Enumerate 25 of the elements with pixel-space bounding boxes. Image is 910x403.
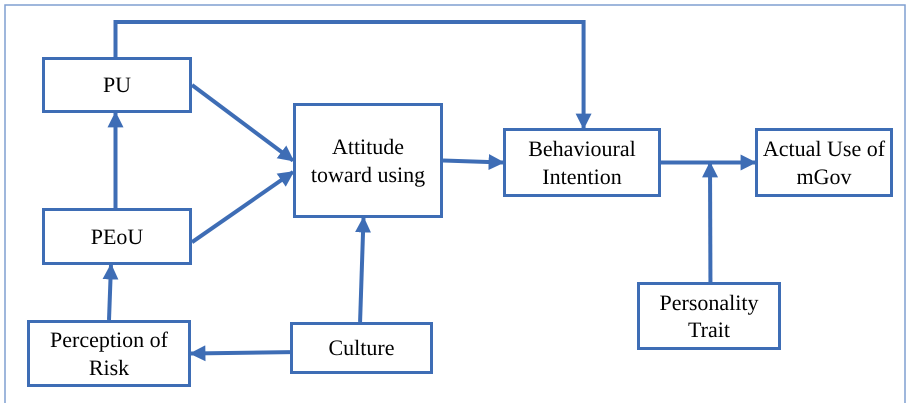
process-box — [637, 282, 781, 350]
arrow — [102, 263, 118, 320]
box-label: Behavioural Intention — [527, 135, 637, 190]
process-box — [42, 57, 192, 113]
box-label: Personality Trait — [658, 288, 760, 344]
arrow — [114, 20, 592, 130]
process-box — [27, 320, 191, 387]
process-box — [42, 208, 192, 265]
process-box — [290, 322, 433, 374]
box-label: Perception of Risk — [49, 326, 169, 381]
arrow — [661, 154, 757, 170]
arrow — [190, 170, 294, 244]
box-label: Culture — [328, 334, 394, 362]
arrow — [190, 83, 294, 162]
box-label: PEoU — [90, 222, 144, 250]
arrow — [355, 216, 372, 322]
arrow — [108, 111, 124, 208]
arrow — [442, 154, 505, 170]
process-box — [755, 128, 893, 197]
process-box — [503, 128, 661, 197]
box-label: PU — [102, 71, 132, 99]
box-label: Actual Use of mGov — [762, 135, 886, 190]
arrow — [189, 345, 290, 362]
process-box — [293, 103, 443, 218]
box-label: Attitude toward using — [310, 133, 426, 188]
